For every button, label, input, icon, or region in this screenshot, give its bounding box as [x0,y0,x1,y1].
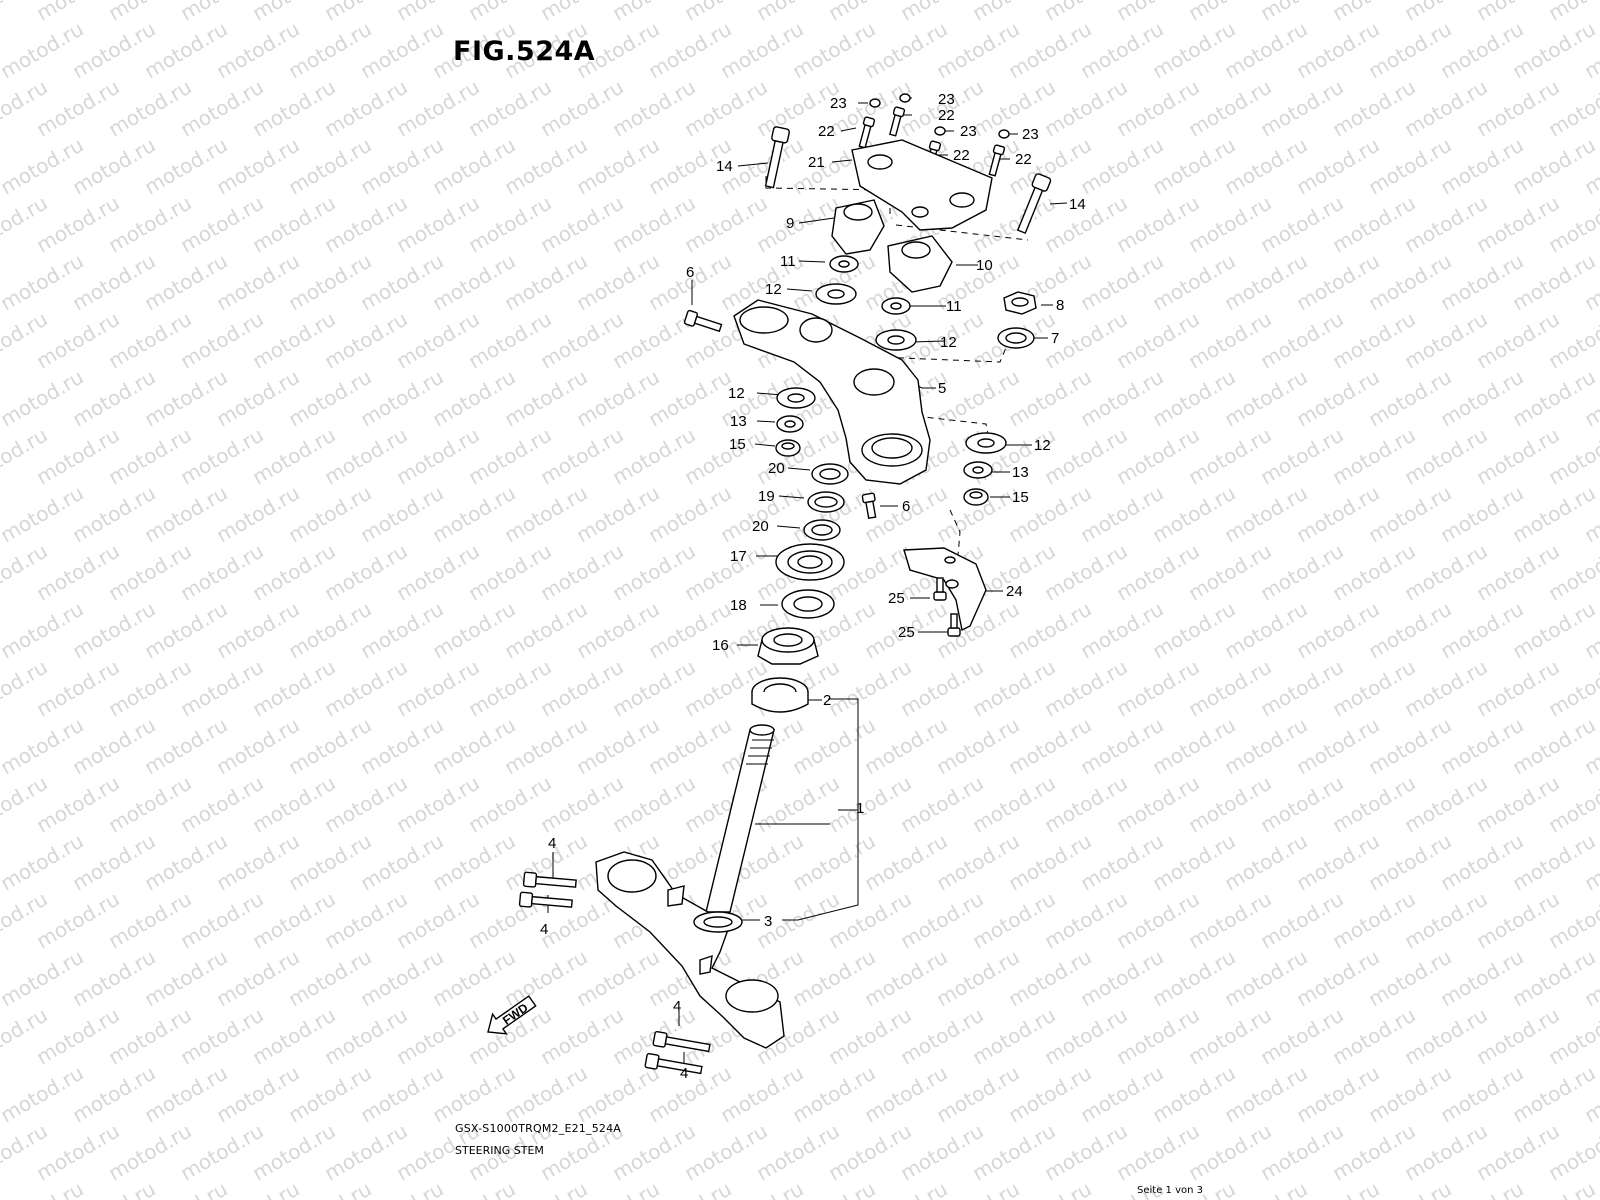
lower-pinch-bolt-4-group [518,871,711,1075]
callout-13: 13 [1012,464,1029,481]
callout-5: 5 [938,380,946,397]
callout-14: 14 [1069,196,1086,213]
callout-25: 25 [898,624,915,641]
callout-22: 22 [938,107,955,124]
callout-6: 6 [686,264,694,281]
callout-12: 12 [940,334,957,351]
callout-12: 12 [765,281,782,298]
callout-9: 9 [786,215,794,232]
steering-stem-nuts [803,463,849,541]
callout-23: 23 [938,91,955,108]
dust-cap-23-group [869,93,1010,139]
callout-14: 14 [716,158,733,175]
section-name-label: STEERING STEM [455,1144,544,1157]
callout-15: 15 [1012,489,1029,506]
callout-12: 12 [728,385,745,402]
steering-stem-upper-bracket-5 [733,299,931,485]
callout-7: 7 [1051,330,1059,347]
model-code-label: GSX-S1000TRQM2_E21_524A [455,1122,622,1135]
callout-11: 11 [780,253,796,270]
callout-23: 23 [830,95,847,112]
callout-21: 21 [808,154,825,171]
callout-10: 10 [976,257,993,274]
callout-11: 11 [946,298,962,315]
callout-4: 4 [540,921,548,938]
callout-12: 12 [1034,437,1051,454]
callout-19: 19 [758,488,775,505]
page-indicator: Seite 1 von 3 [1137,1185,1203,1196]
callout-20: 20 [752,518,769,535]
callout-22: 22 [818,123,835,140]
callout-4: 4 [680,1065,688,1082]
callout-22: 22 [953,147,970,164]
steering-shaft-1 [705,724,775,913]
lower-handlebar-holder-9 [831,199,885,255]
callout-24: 24 [1006,583,1023,600]
callout-22: 22 [1015,151,1032,168]
callout-23: 23 [960,123,977,140]
callout-17: 17 [730,548,747,565]
washers-group [775,255,1035,506]
pinch-bolt-6-group [683,309,877,520]
callout-6: 6 [902,498,910,515]
stopper-plate-24 [903,547,987,632]
callout-8: 8 [1056,297,1064,314]
callout-20: 20 [768,460,785,477]
bearing-set [751,543,845,713]
callout-4: 4 [673,998,681,1015]
callout-23: 23 [1022,126,1039,143]
callout-25: 25 [888,590,905,607]
forward-direction-arrow: FWD [487,995,537,1035]
callout-4: 4 [548,835,556,852]
leader-lines [547,97,1068,1064]
upper-handlebar-holder-21 [851,139,993,231]
stem-nut-8 [1003,291,1037,315]
stopper-bolt-25-group [933,577,961,637]
callout-13: 13 [730,413,747,430]
lower-handlebar-holder-10 [887,235,953,293]
callout-2: 2 [823,692,831,709]
handlebar-bolt-14-group [764,126,1052,235]
callout-15: 15 [729,436,746,453]
callout-3: 3 [764,913,772,930]
callout-16: 16 [712,637,729,654]
steering-stem-lower-bracket-1 [595,851,785,1049]
callout-18: 18 [730,597,747,614]
callout-labels: 23 23 22 22 23 23 21 22 22 14 14 9 10 11… [540,91,1086,1082]
figure-title: FIG.524A [453,36,596,67]
callout-1: 1 [856,800,864,817]
